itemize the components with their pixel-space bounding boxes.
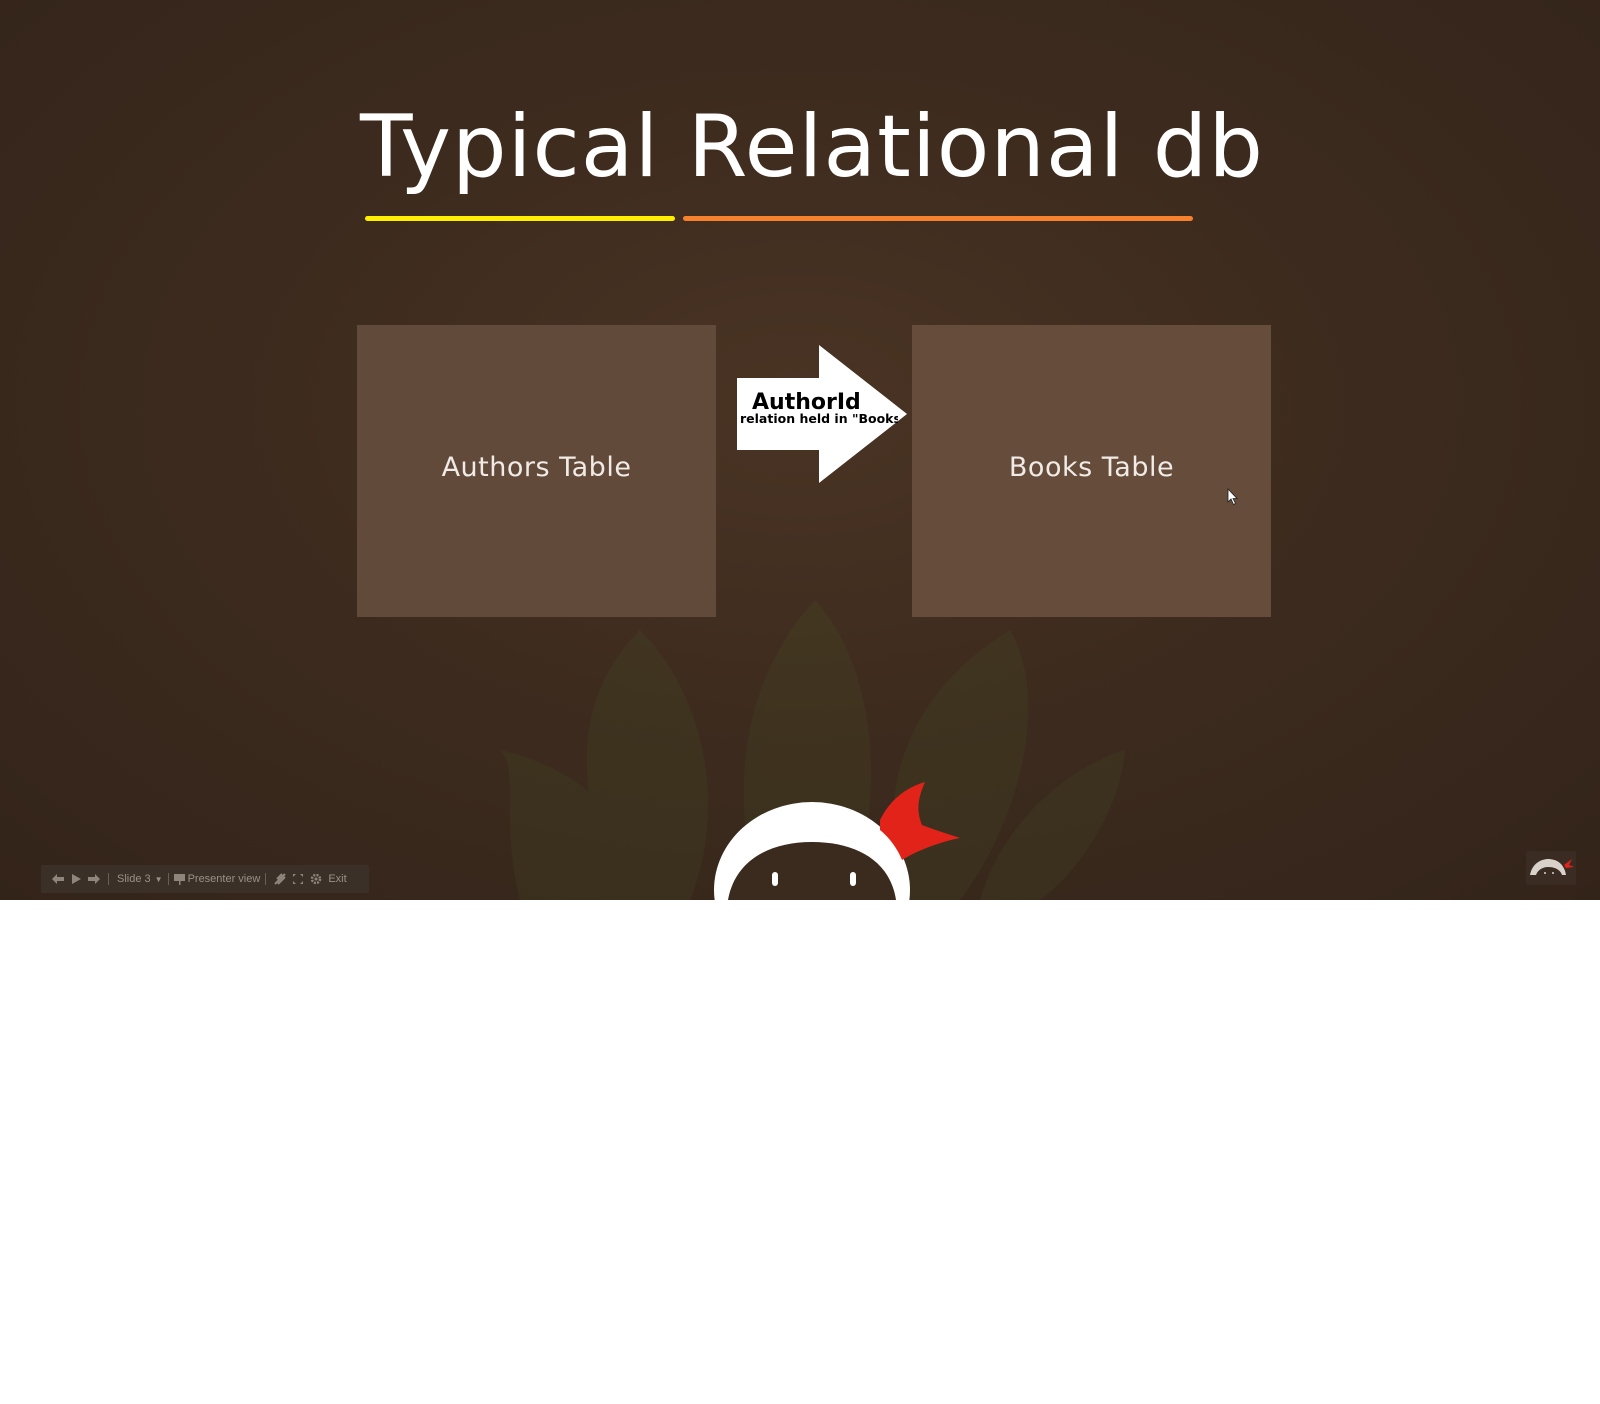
slide-title: Typical Relational db [360, 97, 1264, 197]
title-underline-right [683, 216, 1193, 221]
play-icon[interactable] [67, 869, 85, 889]
ninja-mascot-icon [714, 782, 960, 900]
fullscreen-icon[interactable] [289, 869, 307, 889]
toolbar-divider [108, 873, 109, 885]
slide-viewport: Typical Relational db Authors Table Auth… [0, 0, 1600, 900]
toolbar-divider [167, 873, 169, 885]
slide-selector[interactable]: Slide 3 ▼ [114, 869, 163, 889]
presentation-toolbar: Slide 3 ▼ Presenter view Exit [41, 865, 369, 893]
exit-label: Exit [328, 873, 347, 885]
arrow-right-icon[interactable] [85, 869, 103, 889]
ninja-logo-icon[interactable] [1526, 851, 1576, 885]
authors-table-label: Authors Table [441, 451, 632, 483]
arrow-label: AuthorId [752, 390, 861, 415]
presenter-view-button[interactable]: Presenter view [173, 869, 261, 889]
relation-arrow [737, 345, 907, 483]
slide-selector-label: Slide 3 [117, 873, 151, 885]
chevron-down-icon: ▼ [154, 874, 163, 884]
mouse-cursor-icon [1227, 488, 1238, 506]
arrow-left-icon[interactable] [49, 869, 67, 889]
authors-table-box: Authors Table [357, 325, 716, 617]
laser-pointer-icon[interactable] [271, 869, 289, 889]
presenter-view-label: Presenter view [187, 873, 261, 885]
presenter-icon [173, 873, 185, 885]
books-table-box: Books Table [912, 325, 1271, 617]
arrow-sublabel: relation held in "Books [740, 411, 898, 426]
books-table-label: Books Table [1008, 451, 1175, 483]
title-underline-left [365, 216, 675, 221]
toolbar-divider [265, 873, 267, 885]
gear-icon[interactable] [307, 869, 325, 889]
exit-button[interactable]: Exit [325, 869, 346, 889]
